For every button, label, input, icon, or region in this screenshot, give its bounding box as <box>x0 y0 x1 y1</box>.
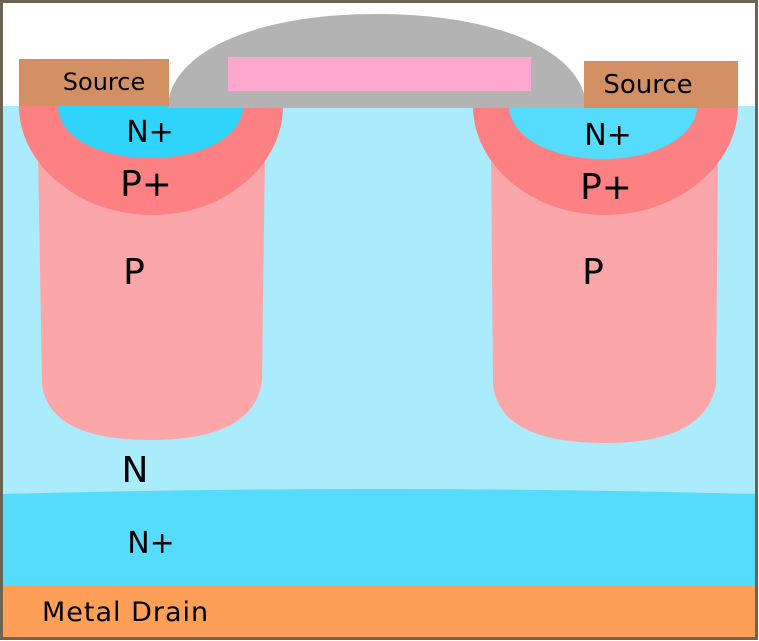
metal-drain-label: Metal Drain <box>42 597 209 628</box>
source-contact-right <box>584 61 738 108</box>
source-label-left: Source <box>63 68 145 96</box>
metal-drain <box>3 586 755 638</box>
p-body-left <box>38 150 265 440</box>
n-plus-label-left: N+ <box>126 115 174 150</box>
p-body-label-right: P <box>582 252 604 293</box>
source-label-right: Source <box>603 70 692 100</box>
p-body-right <box>491 150 718 443</box>
gate-poly <box>228 57 531 91</box>
n-plus-well-left <box>58 106 243 158</box>
p-plus-label-left: P+ <box>120 164 172 205</box>
p-body-label-left: P <box>123 252 145 293</box>
source-contact-left <box>19 59 169 106</box>
p-plus-label-right: P+ <box>580 167 632 208</box>
n-plus-well-right <box>509 106 697 159</box>
n-plus-substrate-label: N+ <box>127 526 175 561</box>
n-drift-label: N <box>122 450 149 491</box>
n-plus-label-right: N+ <box>584 118 632 153</box>
n-plus-substrate-region <box>3 489 755 588</box>
